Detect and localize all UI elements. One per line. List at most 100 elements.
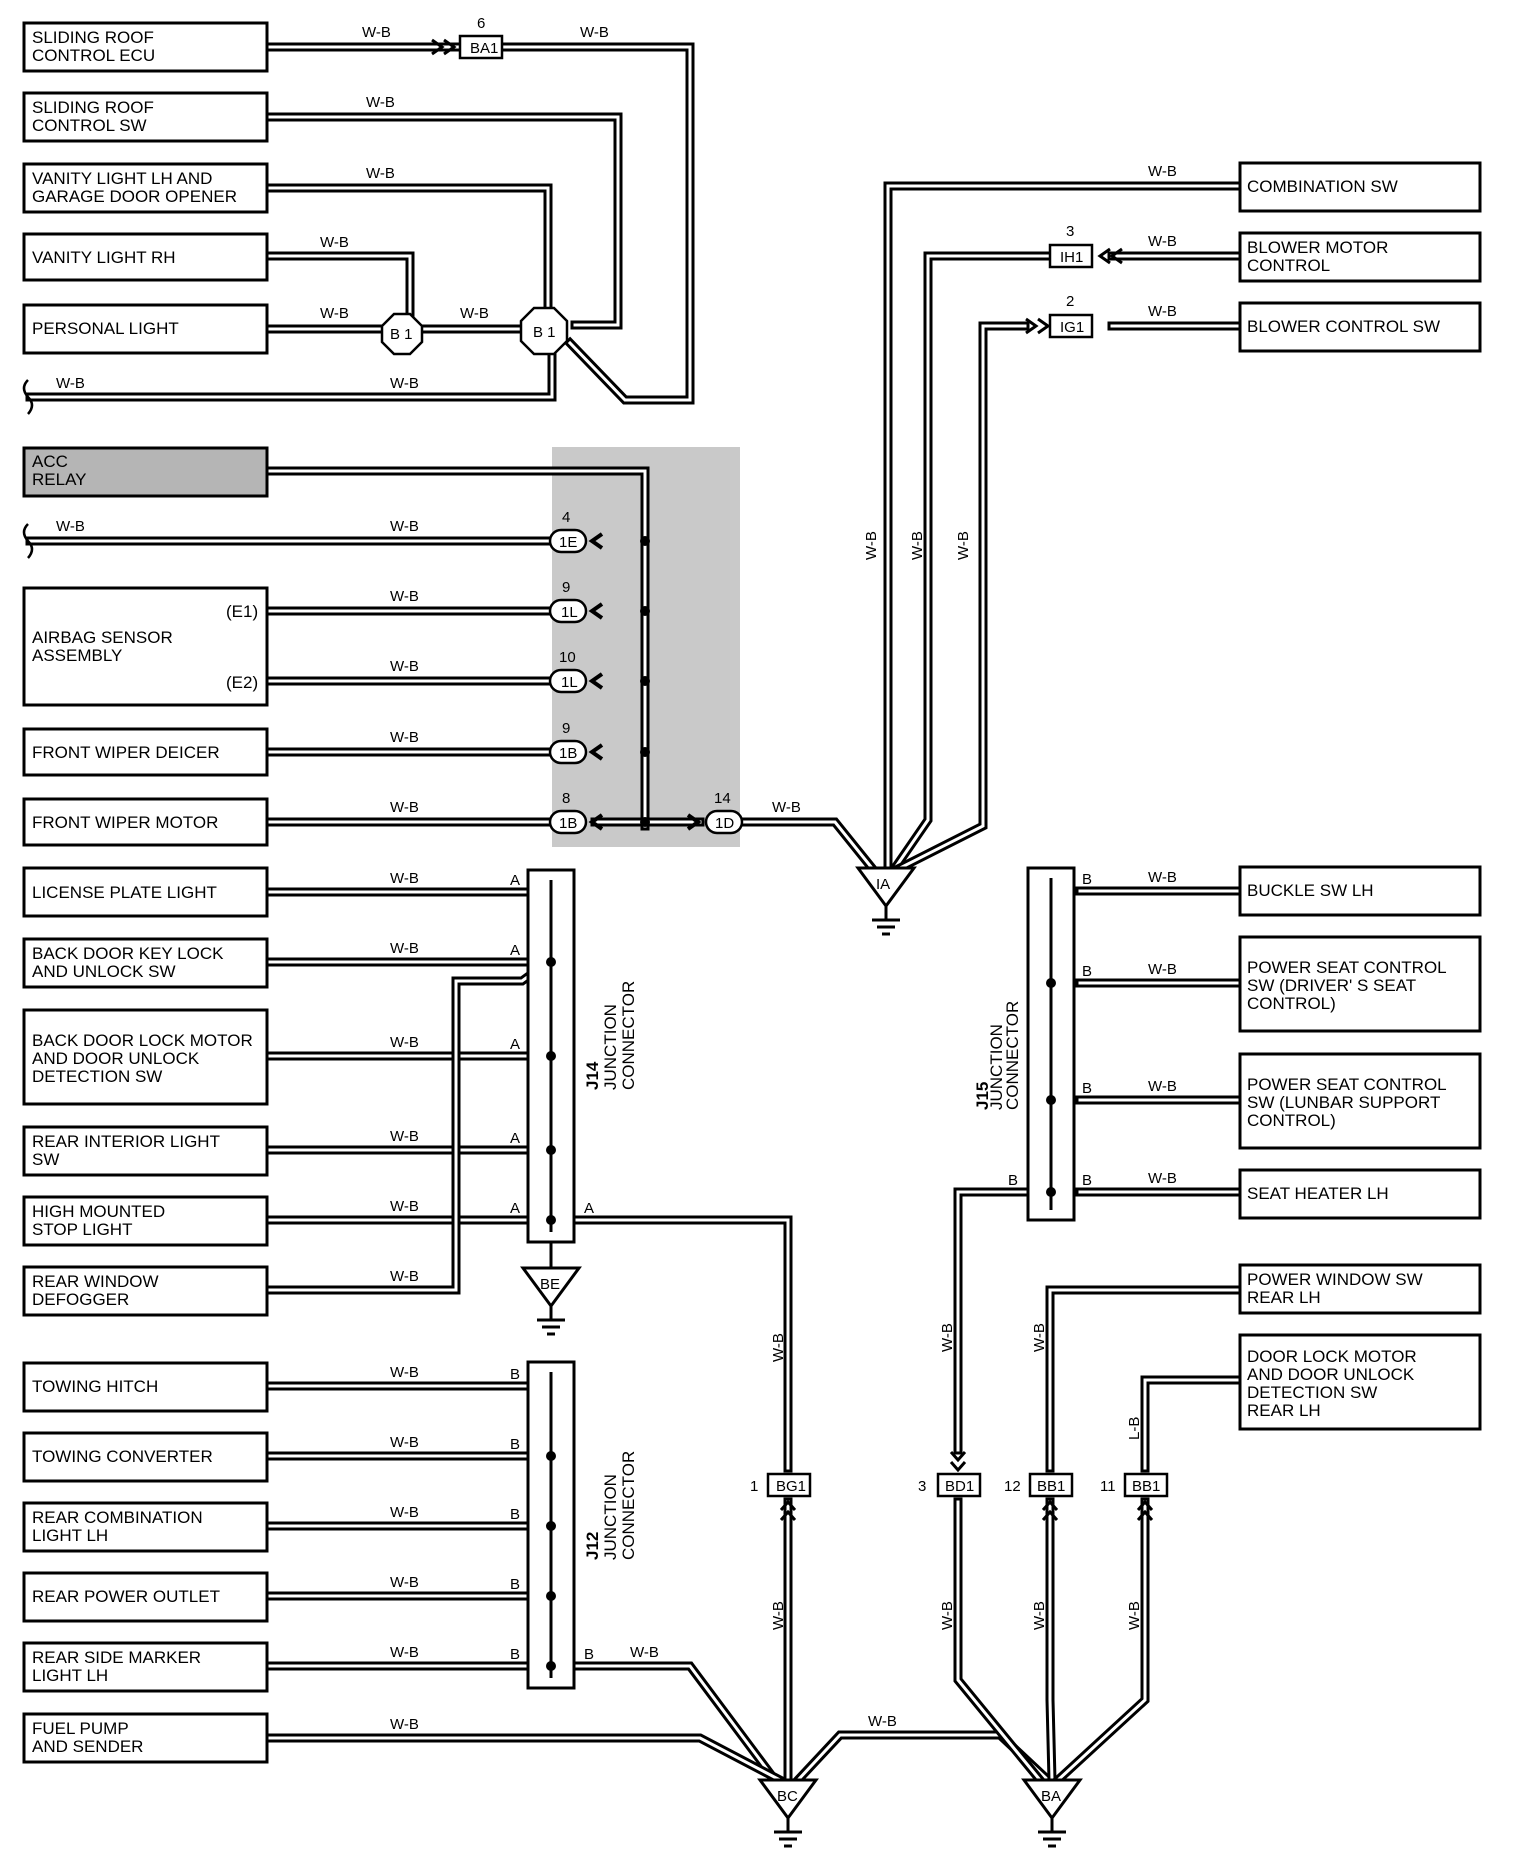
svg-text:BLOWER MOTOR: BLOWER MOTOR bbox=[1247, 238, 1388, 257]
svg-text:JUNCTION: JUNCTION bbox=[601, 1474, 620, 1560]
svg-text:POWER SEAT CONTROL: POWER SEAT CONTROL bbox=[1247, 1075, 1447, 1094]
svg-text:SLIDING ROOF: SLIDING ROOF bbox=[32, 98, 154, 117]
svg-text:FUEL PUMP: FUEL PUMP bbox=[32, 1719, 129, 1738]
sliding-roof-ecu-box: SLIDING ROOF CONTROL ECU bbox=[22, 21, 269, 73]
svg-text:AIRBAG SENSOR: AIRBAG SENSOR bbox=[32, 628, 173, 647]
svg-text:B: B bbox=[510, 1506, 520, 1523]
wire-labels: W-B W-B W-B W-B W-B W-B W-B W-B W-B W-B … bbox=[56, 24, 1177, 1733]
svg-text:J12: J12 bbox=[583, 1532, 602, 1560]
svg-text:W-B: W-B bbox=[320, 305, 349, 322]
front-wiper-motor-box: FRONT WIPER MOTOR bbox=[22, 797, 269, 847]
svg-text:CONTROL: CONTROL bbox=[1247, 256, 1330, 275]
svg-text:COMBINATION SW: COMBINATION SW bbox=[1247, 177, 1398, 196]
svg-text:11: 11 bbox=[1100, 1478, 1116, 1495]
svg-text:GARAGE DOOR OPENER: GARAGE DOOR OPENER bbox=[32, 187, 237, 206]
svg-text:1B: 1B bbox=[559, 815, 577, 832]
connector-1l-a bbox=[548, 598, 588, 624]
svg-text:W-B: W-B bbox=[366, 165, 395, 182]
svg-text:1L: 1L bbox=[561, 674, 578, 691]
svg-text:BD1: BD1 bbox=[945, 1478, 974, 1495]
svg-text:1D: 1D bbox=[715, 815, 734, 832]
svg-text:BG1: BG1 bbox=[776, 1478, 806, 1495]
svg-text:1L: 1L bbox=[561, 604, 578, 621]
svg-text:IG1: IG1 bbox=[1060, 319, 1084, 336]
svg-text:W-B: W-B bbox=[1148, 961, 1177, 978]
svg-text:W-B: W-B bbox=[390, 1644, 419, 1661]
svg-text:W-B: W-B bbox=[390, 1504, 419, 1521]
power-window-sw-box: POWER WINDOW SW REAR LH bbox=[1238, 1263, 1482, 1315]
back-door-lock-motor-box: BACK DOOR LOCK MOTOR AND DOOR UNLOCK DET… bbox=[22, 1008, 269, 1106]
connector-ba1 bbox=[458, 34, 504, 60]
svg-text:ASSEMBLY: ASSEMBLY bbox=[32, 646, 122, 665]
svg-text:TOWING CONVERTER: TOWING CONVERTER bbox=[32, 1447, 213, 1466]
svg-text:W-B: W-B bbox=[1126, 1601, 1143, 1630]
towing-converter-box: TOWING CONVERTER bbox=[22, 1431, 269, 1483]
svg-text:VANITY LIGHT LH AND: VANITY LIGHT LH AND bbox=[32, 169, 212, 188]
svg-text:W-B: W-B bbox=[863, 531, 880, 560]
svg-text:RELAY: RELAY bbox=[32, 470, 87, 489]
svg-text:L-B: L-B bbox=[1126, 1417, 1143, 1440]
svg-text:W-B: W-B bbox=[909, 531, 926, 560]
connector-b1-left bbox=[380, 312, 424, 356]
svg-text:W-B: W-B bbox=[390, 1268, 419, 1285]
svg-text:B: B bbox=[584, 1646, 594, 1663]
svg-text:AND DOOR UNLOCK: AND DOOR UNLOCK bbox=[32, 1049, 200, 1068]
svg-text:CONNECTOR: CONNECTOR bbox=[619, 981, 638, 1090]
svg-text:AND SENDER: AND SENDER bbox=[32, 1737, 143, 1756]
svg-text:LICENSE PLATE LIGHT: LICENSE PLATE LIGHT bbox=[32, 883, 217, 902]
svg-text:BLOWER CONTROL SW: BLOWER CONTROL SW bbox=[1247, 317, 1440, 336]
svg-text:BA1: BA1 bbox=[470, 40, 498, 57]
svg-text:W-B: W-B bbox=[56, 518, 85, 535]
svg-text:W-B: W-B bbox=[939, 1323, 956, 1352]
svg-text:REAR SIDE MARKER: REAR SIDE MARKER bbox=[32, 1648, 201, 1667]
svg-text:W-B: W-B bbox=[868, 1713, 897, 1730]
svg-text:CONTROL): CONTROL) bbox=[1247, 994, 1336, 1013]
svg-text:SW (DRIVER' S SEAT: SW (DRIVER' S SEAT bbox=[1247, 976, 1416, 995]
svg-text:FRONT WIPER DEICER: FRONT WIPER DEICER bbox=[32, 743, 220, 762]
svg-text:W-B: W-B bbox=[772, 799, 801, 816]
left-components: SLIDING ROOF CONTROL ECU SLIDING ROOF CO… bbox=[22, 21, 269, 1764]
svg-text:B: B bbox=[510, 1646, 520, 1663]
svg-text:W-B: W-B bbox=[770, 1333, 787, 1362]
svg-text:POWER WINDOW SW: POWER WINDOW SW bbox=[1247, 1270, 1423, 1289]
ground-ia bbox=[855, 866, 917, 909]
svg-text:W-B: W-B bbox=[362, 24, 391, 41]
svg-text:B: B bbox=[1082, 1080, 1092, 1097]
svg-text:BUCKLE SW LH: BUCKLE SW LH bbox=[1247, 881, 1374, 900]
svg-text:W-B: W-B bbox=[460, 305, 489, 322]
buckle-sw-lh-box: BUCKLE SW LH bbox=[1238, 865, 1482, 917]
svg-text:W-B: W-B bbox=[630, 1644, 659, 1661]
vanity-light-lh-box: VANITY LIGHT LH AND GARAGE DOOR OPENER bbox=[22, 162, 269, 214]
svg-text:A: A bbox=[584, 1200, 594, 1217]
svg-text:DETECTION SW: DETECTION SW bbox=[32, 1067, 162, 1086]
svg-text:HIGH MOUNTED: HIGH MOUNTED bbox=[32, 1202, 165, 1221]
svg-text:IA: IA bbox=[876, 876, 890, 893]
svg-text:AND UNLOCK SW: AND UNLOCK SW bbox=[32, 962, 176, 981]
svg-text:W-B: W-B bbox=[390, 518, 419, 535]
power-seat-driver-box: POWER SEAT CONTROL SW (DRIVER' S SEAT CO… bbox=[1238, 935, 1482, 1033]
svg-text:B: B bbox=[1082, 1172, 1092, 1189]
svg-text:POWER SEAT CONTROL: POWER SEAT CONTROL bbox=[1247, 958, 1447, 977]
svg-text:9: 9 bbox=[562, 720, 570, 737]
svg-text:VANITY LIGHT RH: VANITY LIGHT RH bbox=[32, 248, 176, 267]
svg-text:LIGHT LH: LIGHT LH bbox=[32, 1666, 108, 1685]
svg-text:W-B: W-B bbox=[390, 1128, 419, 1145]
svg-text:SLIDING ROOF: SLIDING ROOF bbox=[32, 28, 154, 47]
svg-text:REAR LH: REAR LH bbox=[1247, 1288, 1321, 1307]
svg-text:TOWING HITCH: TOWING HITCH bbox=[32, 1377, 158, 1396]
connector-bg1 bbox=[766, 1472, 812, 1498]
svg-text:6: 6 bbox=[477, 15, 485, 32]
connector-ih1 bbox=[1048, 243, 1094, 269]
svg-text:REAR POWER OUTLET: REAR POWER OUTLET bbox=[32, 1587, 220, 1606]
svg-text:W-B: W-B bbox=[1148, 1078, 1177, 1095]
svg-text:(E1): (E1) bbox=[226, 602, 258, 621]
svg-text:FRONT WIPER MOTOR: FRONT WIPER MOTOR bbox=[32, 813, 218, 832]
svg-text:B 1: B 1 bbox=[533, 324, 556, 341]
svg-text:3: 3 bbox=[918, 1478, 926, 1495]
rear-combination-light-box: REAR COMBINATION LIGHT LH bbox=[22, 1501, 269, 1553]
svg-text:A: A bbox=[510, 872, 520, 889]
svg-text:A: A bbox=[510, 1130, 520, 1147]
high-mounted-stop-light-box: HIGH MOUNTED STOP LIGHT bbox=[22, 1195, 269, 1247]
license-plate-light-box: LICENSE PLATE LIGHT bbox=[22, 866, 269, 918]
